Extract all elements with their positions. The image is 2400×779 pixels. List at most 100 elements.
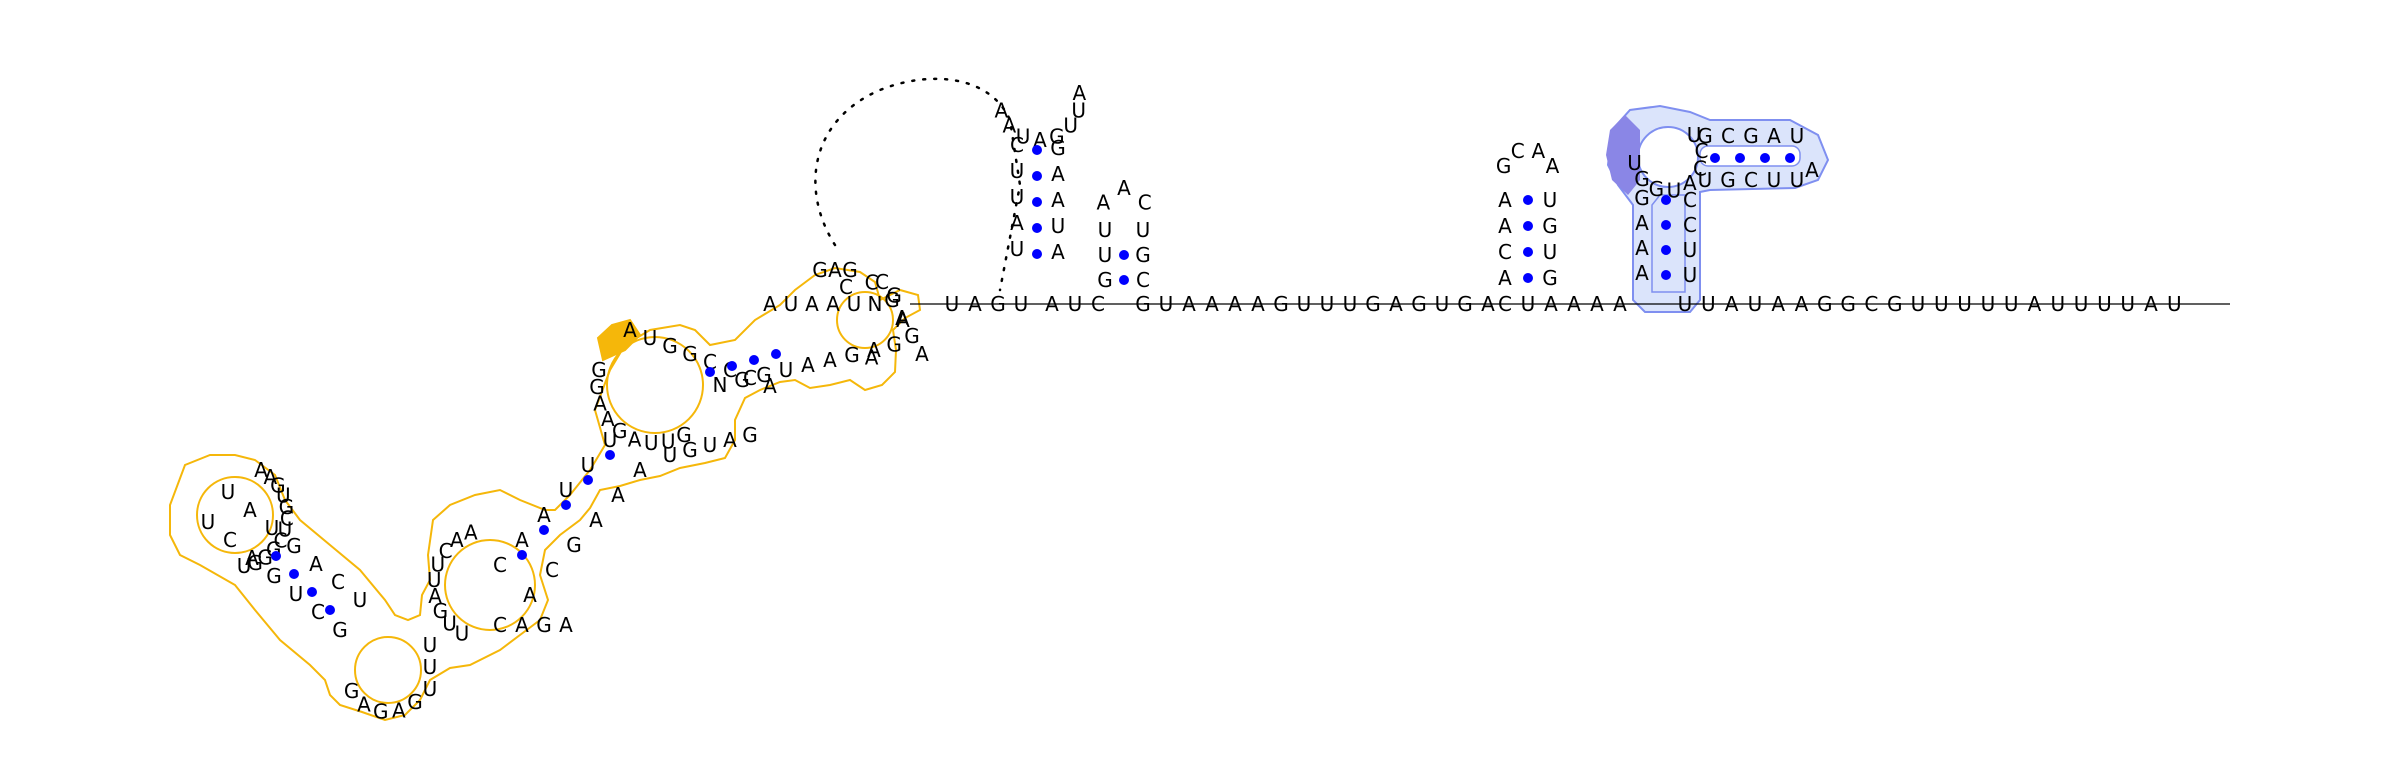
- orange-domain-nucleotide: U: [276, 484, 291, 508]
- hairpin-loop-nucleotide: U: [1071, 98, 1086, 122]
- blue-domain-nucleotide: A: [1635, 261, 1649, 285]
- main-strand-nucleotide: U: [1957, 292, 1972, 316]
- orange-domain-nucleotide: U: [221, 480, 236, 504]
- hairpin-stem-nucleotide: A: [1498, 214, 1512, 238]
- base-pair-dot: [1032, 171, 1042, 181]
- orange-domain-nucleotide: A: [895, 306, 909, 330]
- orange-domain-nucleotide: A: [559, 613, 573, 637]
- orange-domain-nucleotide: A: [309, 552, 323, 576]
- main-strand-nucleotide: A: [2144, 292, 2158, 316]
- hairpin-stem-nucleotide: G: [1542, 214, 1558, 238]
- base-pair-dot: [1661, 220, 1671, 230]
- orange-domain-nucleotide: A: [515, 613, 529, 637]
- orange-domain-nucleotide: C: [545, 558, 559, 582]
- main-strand-nucleotide: G: [1135, 292, 1151, 316]
- orange-domain-nucleotide: U: [581, 453, 596, 477]
- orange-domain-nucleotide: G: [682, 438, 698, 462]
- orange-domain-nucleotide: G: [676, 423, 692, 447]
- main-strand-nucleotide: G: [1457, 292, 1473, 316]
- hairpin-stem-nucleotide: C: [1010, 133, 1024, 157]
- orange-domain-nucleotide: A: [915, 342, 929, 366]
- orange-domain-nucleotide: U: [289, 582, 304, 606]
- main-strand-nucleotide: A: [1182, 292, 1196, 316]
- base-pair-dot: [1661, 195, 1671, 205]
- hairpin-loop-nucleotide: C: [1138, 190, 1152, 214]
- orange-domain-nucleotide: G: [257, 545, 273, 569]
- orange-highlight-patch: [596, 318, 642, 362]
- hairpin-stem-nucleotide: A: [1051, 240, 1065, 264]
- blue-domain-nucleotide: U: [1790, 124, 1805, 148]
- orange-domain-nucleotide: C: [703, 350, 717, 374]
- hairpin-loop-nucleotide: A: [1117, 176, 1131, 200]
- hairpin-stem-nucleotide: G: [1135, 243, 1151, 267]
- orange-domain-nucleotide: C: [273, 528, 287, 552]
- main-strand-nucleotide: U: [1068, 292, 1083, 316]
- blue-domain-nucleotide: G: [1634, 186, 1650, 210]
- hairpin-stem-nucleotide: U: [1136, 218, 1151, 242]
- orange-domain-nucleotide: U: [430, 553, 445, 577]
- orange-domain-nucleotide: C: [493, 613, 507, 637]
- orange-domain-nucleotide: C: [865, 271, 879, 295]
- base-pair-dot: [1119, 250, 1129, 260]
- orange-domain-nucleotide: G: [886, 284, 902, 308]
- main-strand-nucleotide: G: [1840, 292, 1856, 316]
- blue-domain-nucleotide: C: [1683, 188, 1697, 212]
- orange-domain-nucleotide: C: [743, 366, 757, 390]
- main-strand-nucleotide: U: [1934, 292, 1949, 316]
- orange-domain-nucleotide: G: [270, 474, 286, 498]
- base-pair-dot: [727, 361, 737, 371]
- hairpin-loop-nucleotide: U: [1016, 124, 1031, 148]
- orange-domain-nucleotide: A: [867, 338, 881, 362]
- orange-domain-nucleotide: U: [703, 433, 718, 457]
- main-strand-nucleotide: C: [1091, 292, 1105, 316]
- hairpin-loop-nucleotide: G: [1496, 154, 1512, 178]
- base-pair-dot: [1119, 275, 1129, 285]
- main-strand-nucleotide: A: [1481, 292, 1495, 316]
- main-strand-nucleotide: A: [1251, 292, 1265, 316]
- base-pair-dot: [289, 569, 299, 579]
- orange-domain-nucleotide: A: [633, 458, 647, 482]
- hairpin-stem-nucleotide: A: [1498, 266, 1512, 290]
- base-pair-dot: [539, 525, 549, 535]
- hairpin-stem-nucleotide: G: [1542, 266, 1558, 290]
- main-strand-nucleotide: U: [2120, 292, 2135, 316]
- orange-domain-nucleotide: U: [427, 568, 442, 592]
- orange-domain-nucleotide: A: [823, 348, 837, 372]
- blue-domain-nucleotide: U: [1698, 168, 1713, 192]
- main-strand-nucleotide: C: [1864, 292, 1878, 316]
- blue-domain-nucleotide: U: [1767, 168, 1782, 192]
- hairpin-loop-nucleotide: U: [1063, 114, 1078, 138]
- orange-domain-nucleotide: A: [464, 520, 478, 544]
- hairpin-loop-nucleotide: A: [1073, 81, 1087, 105]
- orange-domain-nucleotide: C: [331, 570, 345, 594]
- base-pair-dot: [1032, 223, 1042, 233]
- orange-domain-nucleotide: G: [886, 332, 902, 356]
- orange-domain-nucleotide: G: [344, 679, 360, 703]
- hairpin-stem-nucleotide: U: [1098, 243, 1113, 267]
- orange-domain-nucleotide: U: [423, 677, 438, 701]
- pseudoknot-dotted-arc: [814, 77, 1022, 292]
- orange-domain-nucleotide: C: [280, 506, 294, 530]
- blue-domain-nucleotide: C: [1693, 157, 1707, 181]
- hairpin-loop-nucleotide: A: [1003, 114, 1017, 138]
- hairpin-loop-nucleotide: A: [995, 98, 1009, 122]
- hairpin-stem-nucleotide: U: [1543, 188, 1558, 212]
- base-pair-dot: [307, 587, 317, 597]
- orange-domain-nucleotide: G: [433, 599, 449, 623]
- main-strand-nucleotide: U: [847, 292, 862, 316]
- hairpin-loop-nucleotide: A: [1096, 190, 1110, 214]
- main-strand-nucleotide: U: [1678, 292, 1693, 316]
- orange-domain-nucleotide: G: [884, 288, 900, 312]
- orange-domain-nucleotide: G: [589, 375, 605, 399]
- main-strand-nucleotide: U: [945, 292, 960, 316]
- orange-domain-nucleotide: A: [601, 407, 615, 431]
- main-strand-nucleotide: A: [968, 292, 982, 316]
- base-pair-dot: [605, 450, 615, 460]
- main-strand-nucleotide: A: [1228, 292, 1242, 316]
- hairpin-stem-nucleotide: U: [1010, 159, 1025, 183]
- main-strand-nucleotide: U: [1981, 292, 1996, 316]
- hairpin-stem-nucleotide: C: [1136, 268, 1150, 292]
- main-strand-nucleotide: A: [826, 292, 840, 316]
- orange-domain-nucleotide: C: [223, 528, 237, 552]
